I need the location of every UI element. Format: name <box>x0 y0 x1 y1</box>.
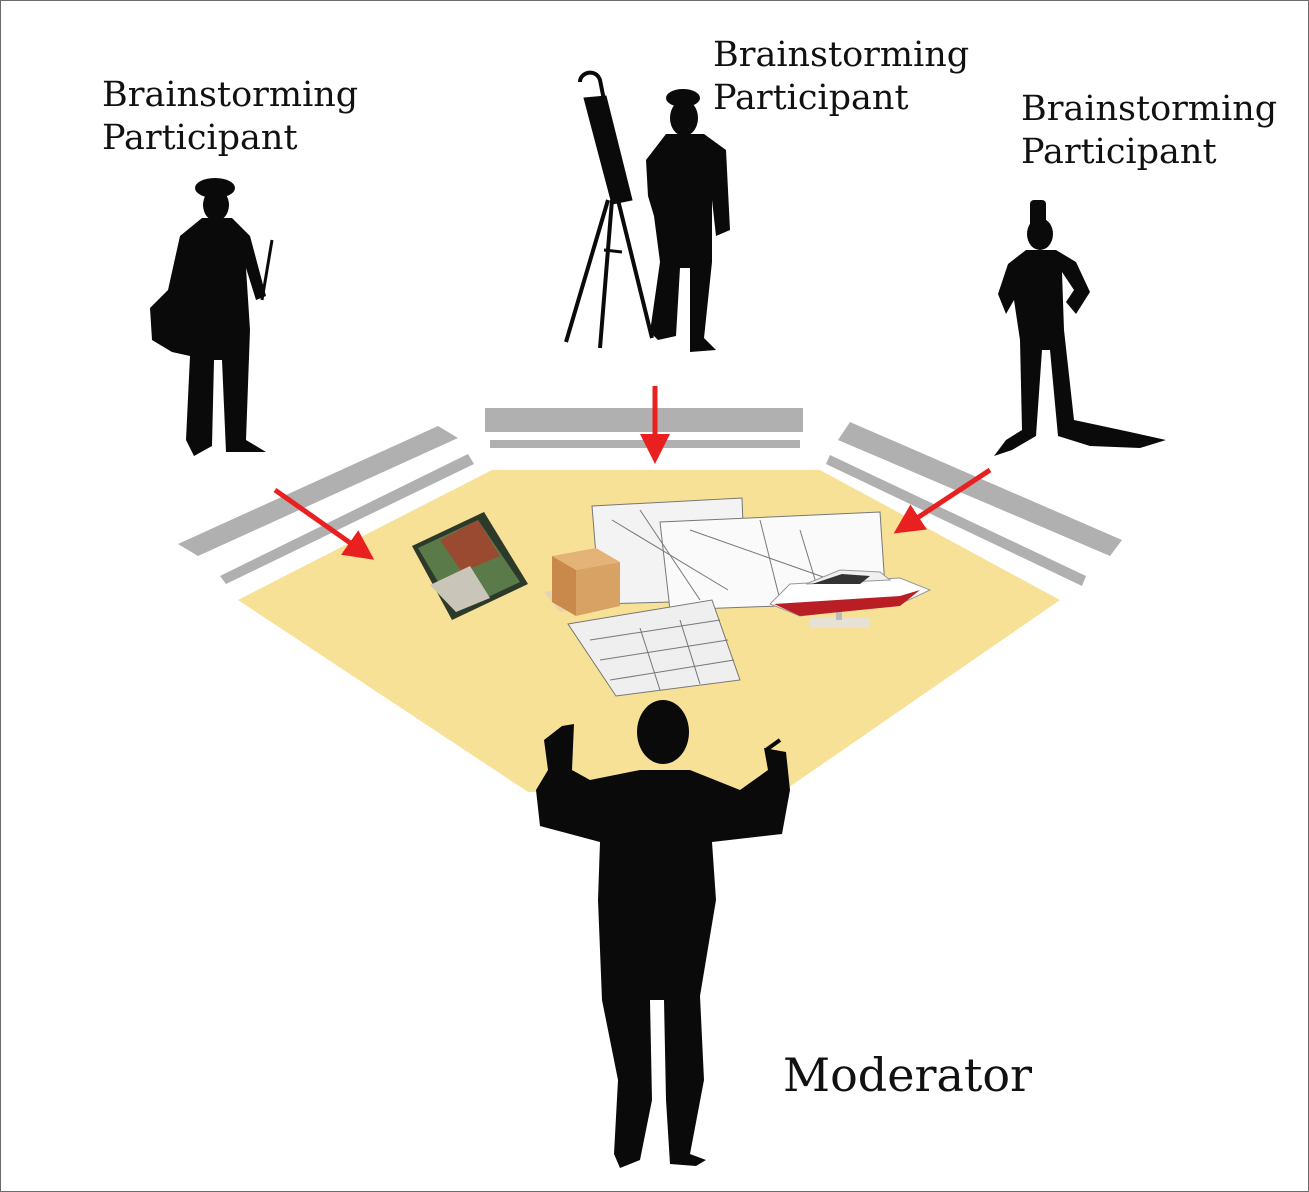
arrow-left <box>273 487 375 560</box>
table-objects <box>412 497 932 697</box>
blueprint-icon <box>567 497 887 697</box>
participant-painter-silhouette <box>646 89 730 352</box>
participant-label-left-line2: Participant <box>102 117 298 158</box>
rail-right <box>826 422 1122 586</box>
participant-label-right: Brainstorming Participant <box>1021 88 1277 173</box>
moderator-conductor-silhouette <box>536 700 790 1168</box>
easel-icon <box>564 70 654 349</box>
moderator-label: Moderator <box>783 1048 1033 1102</box>
participant-label-center-line1: Brainstorming <box>713 35 970 75</box>
participant-label-left-line1: Brainstorming <box>102 75 359 115</box>
participant-diver-silhouette <box>994 200 1166 456</box>
photo-icon <box>412 512 528 620</box>
participant-soldier-silhouette <box>150 178 274 456</box>
participant-label-right-line1: Brainstorming <box>1021 89 1278 129</box>
participant-label-right-line2: Participant <box>1021 131 1217 172</box>
arrow-right <box>893 467 992 534</box>
participant-label-left: Brainstorming Participant <box>102 74 358 159</box>
rail-left <box>178 426 474 584</box>
participant-label-center: Brainstorming Participant <box>713 34 969 119</box>
rail-center <box>485 408 803 448</box>
participant-label-center-line2: Participant <box>713 77 909 118</box>
wood-block-icon <box>544 548 620 616</box>
yacht-model-icon <box>769 569 932 628</box>
